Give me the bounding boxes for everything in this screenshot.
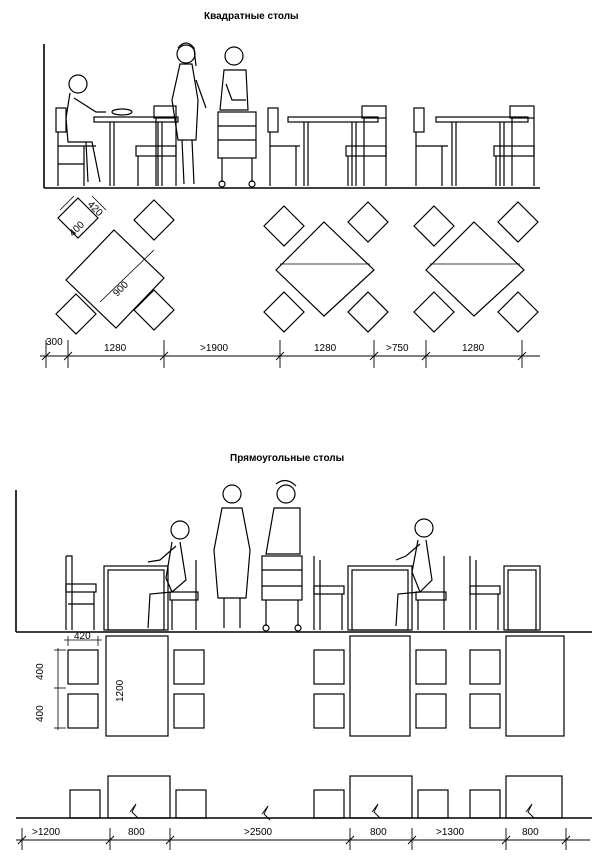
chair-plan xyxy=(67,693,99,729)
rect-elevation xyxy=(15,479,592,633)
waiter-with-cart-figure xyxy=(261,479,303,632)
chair-elevation xyxy=(469,556,501,630)
dim-800-c: 800 xyxy=(522,827,539,838)
rect-table-elevation xyxy=(503,565,541,631)
chair-section xyxy=(313,789,345,819)
chair-elevation xyxy=(493,105,535,186)
dim-1300: >1300 xyxy=(436,827,465,838)
rect-section-strip xyxy=(16,775,592,821)
seated-person-figure xyxy=(395,518,434,627)
chair-plan xyxy=(347,291,389,333)
chair-elevation xyxy=(267,107,300,186)
dim-300: 300 xyxy=(46,337,63,348)
chair-plan xyxy=(347,201,389,243)
chair-section xyxy=(69,789,101,819)
square-table-plan xyxy=(275,221,375,317)
rect-plan-dims xyxy=(54,636,102,730)
chair-section xyxy=(469,789,501,819)
chair-section xyxy=(417,789,449,819)
chair-elevation xyxy=(413,107,448,186)
chair-plan xyxy=(415,693,447,729)
chair-plan xyxy=(469,693,501,729)
chair-section xyxy=(175,789,207,819)
chair-plan xyxy=(413,291,455,333)
square-dimension-chain xyxy=(40,340,540,368)
dim-1900: >1900 xyxy=(200,343,229,354)
chair-elevation xyxy=(415,556,447,630)
title-rect-tables: Прямоугольные столы xyxy=(230,453,345,464)
chair-plan xyxy=(497,291,539,333)
table-section xyxy=(107,775,171,819)
standing-woman-figure xyxy=(213,484,251,628)
dim-800-a: 800 xyxy=(128,827,145,838)
chair-plan xyxy=(413,205,455,247)
chair-plan xyxy=(57,197,99,239)
dim-2500: >2500 xyxy=(244,827,273,838)
chair-plan xyxy=(55,293,97,335)
title-square-tables: Квадратные столы xyxy=(204,11,299,22)
dim-chair-400-b: 400 xyxy=(35,705,46,722)
rect-table-plan xyxy=(349,635,411,737)
dim-1280-a: 1280 xyxy=(104,343,127,354)
rect-table-plan xyxy=(505,635,565,737)
chair-plan xyxy=(173,649,205,685)
dim-750: >750 xyxy=(386,343,409,354)
table-section xyxy=(349,775,413,819)
chair-elevation xyxy=(55,107,96,186)
chair-plan xyxy=(173,693,205,729)
rect-plan xyxy=(54,635,565,737)
chair-plan xyxy=(497,201,539,243)
square-table-elevation xyxy=(287,116,379,186)
square-elevation xyxy=(43,42,540,189)
chair-elevation xyxy=(313,556,345,630)
dim-1280-b: 1280 xyxy=(314,343,337,354)
rect-table-plan xyxy=(105,635,169,737)
dim-line xyxy=(99,249,155,303)
chair-plan xyxy=(469,649,501,685)
square-table-elevation xyxy=(435,116,529,186)
chair-plan xyxy=(263,205,305,247)
chair-plan xyxy=(263,291,305,333)
chair-plan xyxy=(415,649,447,685)
chair-plan xyxy=(133,199,175,241)
dim-line xyxy=(91,195,107,211)
square-plan xyxy=(40,195,540,368)
chair-elevation xyxy=(345,105,387,186)
chair-elevation xyxy=(65,555,97,630)
square-table-plan xyxy=(65,229,165,329)
standing-woman-figure xyxy=(171,42,207,185)
square-table-elevation xyxy=(93,108,179,186)
dim-chair-400-a: 400 xyxy=(35,663,46,680)
dim-table-1200: 1200 xyxy=(115,679,126,702)
dim-chair-420: 420 xyxy=(74,631,91,642)
chair-plan xyxy=(313,649,345,685)
dim-line xyxy=(59,195,75,211)
seated-person-figure xyxy=(65,74,106,183)
rect-dimension-chain xyxy=(16,828,590,850)
dim-1200: >1200 xyxy=(32,827,61,838)
dim-800-b: 800 xyxy=(370,827,387,838)
waiter-with-cart-figure xyxy=(217,46,257,188)
rect-table-elevation xyxy=(103,565,169,631)
chair-plan xyxy=(313,693,345,729)
square-table-plan xyxy=(425,221,525,317)
chair-plan xyxy=(67,649,99,685)
table-section xyxy=(505,775,563,819)
dim-1280-c: 1280 xyxy=(462,343,485,354)
rect-table-elevation xyxy=(347,565,413,631)
chair-elevation xyxy=(135,105,177,186)
chair-elevation xyxy=(169,560,199,630)
chair-plan xyxy=(133,289,175,331)
